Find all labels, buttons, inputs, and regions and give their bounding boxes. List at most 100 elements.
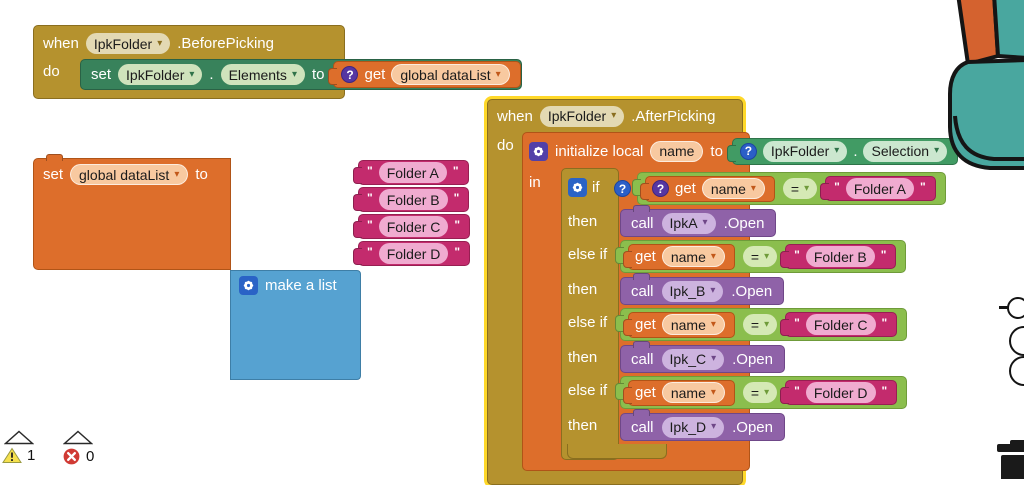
mutator-gear-icon[interactable] [239, 276, 258, 295]
block-if-elseif[interactable]: if ? ? get name ▾ [561, 168, 946, 460]
variable-dropdown[interactable]: global dataList ▾ [70, 164, 189, 185]
chevron-down-icon: ▾ [804, 182, 810, 194]
text-block-value[interactable]: " Folder A " [820, 176, 936, 201]
text-block-folder-c[interactable]: " Folder C " [352, 214, 471, 239]
text-block-folder-b[interactable]: " Folder B " [352, 187, 470, 212]
text-value[interactable]: Folder D [805, 382, 876, 403]
block-call-open[interactable]: call Ipk_B ▾ .Open [620, 273, 785, 305]
block-ipkfolder-selection[interactable]: ? IpkFolder ▾ . Selection ▾ [726, 137, 959, 165]
errors-counter[interactable]: 0 [62, 430, 94, 466]
backpack-icon[interactable] [948, 0, 1024, 175]
error-count: 0 [86, 448, 95, 465]
variable-dropdown[interactable]: name ▾ [701, 178, 765, 199]
component-dropdown[interactable]: IpkA ▾ [661, 212, 716, 234]
text-value[interactable]: Folder A [378, 162, 447, 183]
block-set-global-datalist[interactable]: set global dataList ▾ to make a list " F… [33, 154, 471, 380]
block-initialize-local[interactable]: initialize local name to ? IpkFolder ▾ .… [522, 132, 959, 471]
text-block-folder-a[interactable]: " Folder A " [353, 160, 469, 185]
condition-equals-block[interactable]: get name ▾ = ▾ [614, 240, 907, 273]
block-call-open[interactable]: call Ipk_C ▾ .Open [620, 341, 785, 373]
chevron-down-icon: ▾ [711, 421, 717, 432]
set-label: set [43, 166, 64, 183]
component-dropdown[interactable]: IpkFolder ▾ [85, 33, 171, 54]
close-quote: " [452, 164, 459, 178]
component-dropdown-value: Ipk_C [669, 351, 707, 367]
component-dropdown[interactable]: Ipk_C ▾ [661, 348, 725, 370]
close-quote: " [453, 191, 460, 205]
component-dropdown[interactable]: IpkFolder ▾ [539, 105, 625, 127]
variable-dropdown[interactable]: name ▾ [661, 246, 725, 267]
trash-can-icon[interactable] [1001, 455, 1024, 479]
property-dropdown-value: Elements [228, 66, 287, 83]
property-dropdown[interactable]: Selection ▾ [863, 140, 948, 162]
component-dropdown[interactable]: IpkFolder ▾ [762, 140, 848, 162]
variable-dropdown-value: name [670, 248, 706, 265]
condition-equals-block[interactable]: get name ▾ = ▾ [614, 376, 908, 409]
mutator-gear-icon[interactable] [529, 141, 548, 161]
block-get-name[interactable]: get name ▾ [623, 379, 735, 406]
collapse-triangle-icon[interactable] [3, 430, 34, 445]
variable-dropdown[interactable]: global dataList ▾ [391, 64, 510, 85]
zoom-out-button[interactable] [1009, 356, 1024, 386]
block-get-global-datalist[interactable]: ? get global dataList ▾ [328, 61, 521, 88]
component-dropdown[interactable]: Ipk_B ▾ [661, 280, 724, 302]
chevron-down-icon: ▾ [764, 250, 770, 262]
list-items: " Folder A " " Folder B " " Folder C " "… [352, 160, 471, 268]
to-label: to [195, 166, 208, 183]
block-get-name[interactable]: get name ▾ [623, 311, 735, 338]
block-get-name[interactable]: ? get name ▾ [640, 175, 775, 202]
chevron-down-icon: ▾ [702, 217, 708, 228]
variable-dropdown-value: name [670, 316, 706, 333]
operator-dropdown[interactable]: = ▾ [742, 382, 778, 403]
zoom-in-button[interactable] [1009, 326, 1024, 356]
variable-dropdown[interactable]: name ▾ [661, 314, 725, 335]
text-block-value[interactable]: " Folder D " [780, 380, 898, 405]
trash-lid [997, 444, 1024, 452]
text-value[interactable]: Folder C [378, 216, 449, 237]
get-label: get [635, 248, 656, 265]
operator-dropdown[interactable]: = ▾ [742, 314, 778, 335]
block-call-open[interactable]: call IpkA ▾ .Open [620, 205, 777, 237]
when-label: when [43, 35, 79, 52]
text-value[interactable]: Folder B [378, 189, 448, 210]
component-dropdown[interactable]: IpkFolder ▾ [118, 64, 203, 85]
warnings-counter[interactable]: 1 [2, 430, 35, 464]
operator-dropdown[interactable]: = ▾ [782, 178, 818, 199]
text-value[interactable]: Folder C [805, 314, 876, 335]
block-when-afterpicking[interactable]: when IpkFolder ▾ .AfterPicking do initia… [487, 99, 959, 485]
component-dropdown[interactable]: Ipk_D ▾ [661, 416, 725, 438]
variable-dropdown[interactable]: name ▾ [661, 382, 725, 403]
help-icon[interactable]: ? [652, 180, 669, 197]
block-call-open[interactable]: call Ipk_D ▾ .Open [620, 409, 785, 441]
help-icon[interactable]: ? [341, 66, 359, 83]
elseif-label: else if [568, 314, 608, 331]
method-name: .Open [732, 418, 773, 436]
text-value[interactable]: Folder A [845, 178, 914, 199]
property-dropdown[interactable]: Elements ▾ [220, 64, 305, 85]
operator-dropdown[interactable]: = ▾ [742, 246, 778, 267]
help-icon[interactable]: ? [614, 180, 631, 197]
text-block-value[interactable]: " Folder B " [780, 244, 897, 269]
text-value[interactable]: Folder D [378, 243, 449, 264]
block-make-a-list[interactable]: make a list [230, 270, 361, 380]
dot-separator: . [853, 142, 858, 160]
local-name-field[interactable]: name [650, 140, 704, 162]
help-icon[interactable]: ? [739, 142, 757, 160]
then-label: then [568, 417, 598, 434]
dot-separator: . [209, 66, 214, 83]
chevron-down-icon: ▾ [611, 110, 617, 121]
open-quote: " [794, 384, 800, 398]
collapse-triangle-icon[interactable] [63, 430, 94, 445]
block-set-elements[interactable]: set IpkFolder ▾ . Elements ▾ to ? get gl… [80, 59, 522, 90]
get-label: get [364, 66, 386, 83]
text-value[interactable]: Folder B [805, 246, 875, 267]
text-block-folder-d[interactable]: " Folder D " [352, 241, 471, 266]
condition-equals-block[interactable]: get name ▾ = ▾ [614, 308, 908, 341]
condition-equals-block[interactable]: ? get name ▾ = ▾ [632, 172, 946, 205]
block-when-beforepicking[interactable]: when IpkFolder ▾ .BeforePicking do set I… [33, 25, 522, 99]
mutator-gear-icon[interactable] [568, 178, 587, 197]
text-block-value[interactable]: " Folder C " [780, 312, 898, 337]
center-workspace-button[interactable] [1007, 297, 1024, 319]
block-get-name[interactable]: get name ▾ [623, 243, 735, 270]
